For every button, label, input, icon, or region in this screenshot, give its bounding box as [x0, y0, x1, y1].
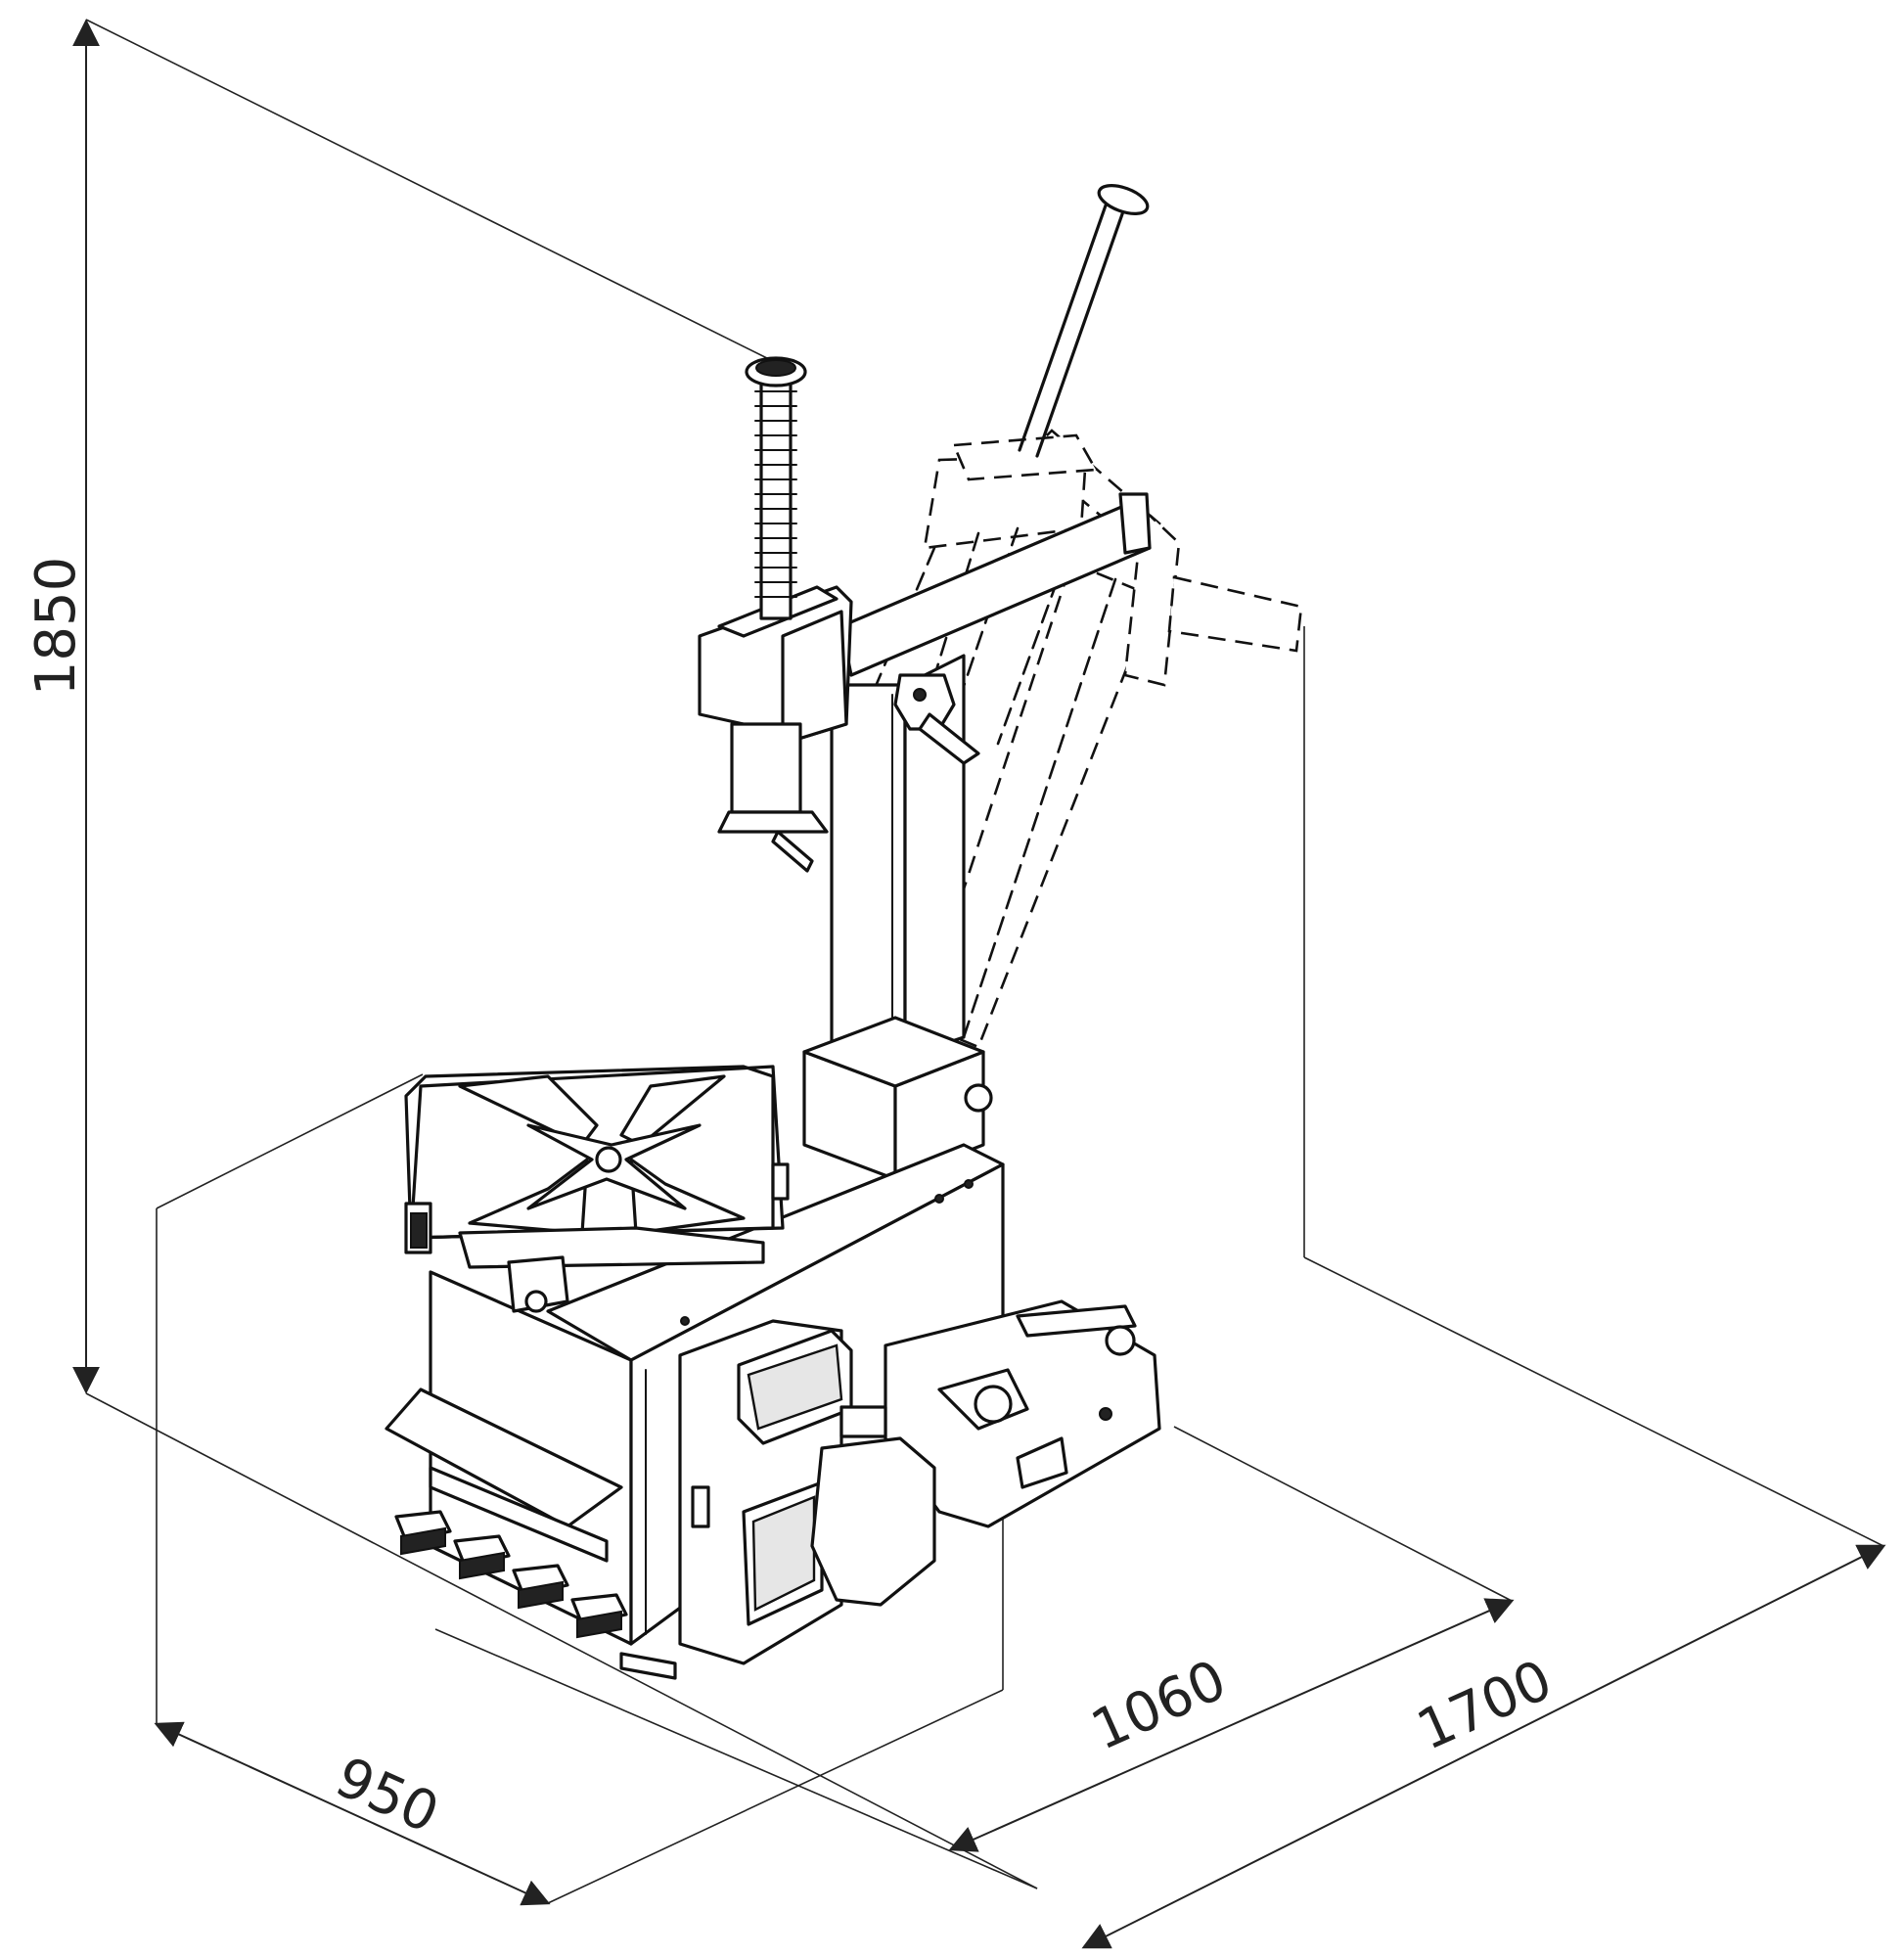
bead-breaker-housing [678, 1319, 853, 1665]
turntable [404, 1065, 790, 1313]
pedal-guard [385, 1388, 623, 1563]
width-max-dimension-line [1081, 1544, 1886, 1949]
foot-pedal-3 [512, 1564, 569, 1610]
mount-demount-tool [893, 673, 980, 765]
depth-extension-top [156, 1073, 424, 1209]
width-min-label: 1060 [1082, 1648, 1236, 1762]
height-extension-bottom [85, 1392, 1038, 1889]
width-min-extension [1173, 1426, 1513, 1602]
foot-pedals [394, 1510, 628, 1639]
foot-pedal-1 [394, 1510, 452, 1556]
height-extension-top [85, 19, 776, 363]
dimension-lines [72, 19, 1886, 1949]
turntable-jaw [619, 1074, 726, 1147]
tyre-changer-machine [385, 184, 1303, 1680]
tilted-screw-ghost [1018, 184, 1150, 458]
turntable-jaw [629, 1158, 746, 1235]
depth-label: 950 [326, 1746, 447, 1846]
foot-pedal-2 [453, 1534, 511, 1580]
turntable-jaw [458, 1074, 599, 1147]
base-ground-line [434, 1628, 1038, 1889]
height-label: 1850 [24, 557, 88, 697]
bead-breaker-paddle [810, 1405, 936, 1607]
base-bracket [619, 1652, 677, 1680]
vertical-screw-head [698, 356, 853, 873]
depth-dimension-line [154, 1721, 551, 1906]
foot-pedal-4 [570, 1593, 628, 1639]
width-max-extension [1303, 1256, 1884, 1547]
screw-thread [754, 390, 797, 598]
depth-extension-right [547, 1689, 1004, 1904]
